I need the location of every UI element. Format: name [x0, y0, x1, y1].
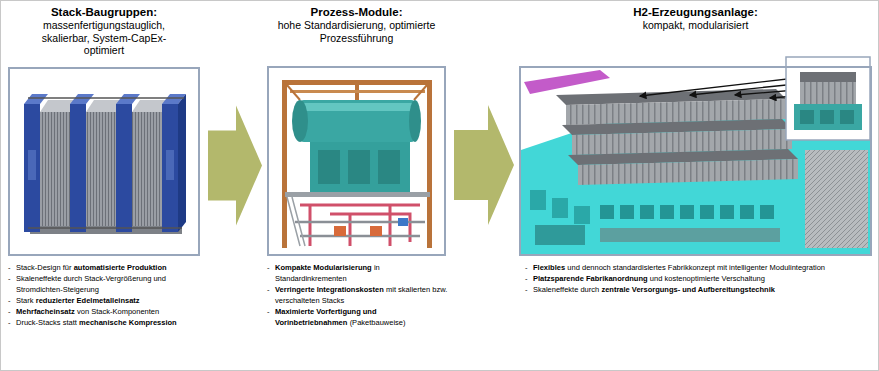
bullet-item: -Platzsparende Fabrikanordnungund kosten…: [525, 273, 870, 284]
stage-frame: H2-Erzeugungsanlage:kompakt, modularisie…: [519, 66, 872, 256]
stage-heading: Prozess-Module:hohe Standardisierung, op…: [277, 5, 437, 44]
bullet-dash: -: [525, 284, 528, 295]
bullet-dash: -: [267, 262, 270, 273]
stage-subtitle: kompakt, modularisiert: [616, 19, 776, 32]
stack-picture: [24, 94, 186, 234]
bullet-item: -Maximierte Vorfertigung und Vorinbetrie…: [267, 306, 449, 328]
stage-title: Prozess-Module:: [277, 5, 437, 19]
bullet-emphasis: Flexibles: [533, 263, 565, 272]
bullet-item: -Flexiblesund dennoch standardisiertes F…: [525, 262, 870, 273]
stage-heading: H2-Erzeugungsanlage:kompakt, modularisie…: [616, 5, 776, 32]
bullet-dash: -: [8, 317, 11, 328]
stage-frame: Prozess-Module:hohe Standardisierung, op…: [267, 66, 446, 256]
bullet-list: -Stack-Design fürautomatisierte Produkti…: [8, 262, 202, 328]
bullet-item: -Starkreduzierter Edelmetalleinsatz: [8, 295, 202, 306]
bullet-item: -Skaleneffekte durch Stack-Vergrößerung …: [8, 273, 202, 295]
bullet-item: -Skaleneffekte durchzentrale Versorgungs…: [525, 284, 870, 295]
stage-title: Stack-Baugruppen:: [24, 5, 184, 19]
bullet-item: -Druck-Stacks stattmechanische Kompressi…: [8, 317, 202, 328]
bullet-dash: -: [8, 262, 11, 273]
bullet-text: (Paketbauweise): [350, 318, 406, 327]
bullet-dash: -: [525, 262, 528, 273]
bullet-dash: -: [267, 306, 270, 317]
plant-picture: [521, 57, 870, 254]
bullet-dash: -: [267, 284, 270, 295]
stage-subtitle: hohe Standardisierung, optimierte Prozes…: [277, 19, 437, 44]
bullet-item: -Stack-Design fürautomatisierte Produkti…: [8, 262, 202, 273]
bullet-text: von Stack-Komponenten: [77, 307, 159, 316]
stage-heading: Stack-Baugruppen:massenfertigungstauglic…: [24, 5, 184, 57]
block-arrow: [208, 106, 262, 226]
bullet-dash: -: [525, 273, 528, 284]
bullet-dash: -: [8, 295, 11, 306]
bullet-list: -Flexiblesund dennoch standardisiertes F…: [525, 262, 870, 295]
bullet-emphasis: Mehrfacheinsatz: [16, 307, 75, 316]
bullet-emphasis: Verringerte Integrationskosten: [275, 285, 384, 294]
process-module-picture: [282, 80, 432, 248]
bullet-text: und kostenoptimierte Verschaltung: [650, 274, 765, 283]
bullet-text: Druck-Stacks statt: [16, 318, 77, 327]
bullet-emphasis: Platzsparende Fabrikanordnung: [533, 274, 648, 283]
bullet-text: Skaleneffekte durch: [533, 285, 599, 294]
stage-subtitle: massenfertigungstauglich, skalierbar, Sy…: [24, 19, 184, 57]
bullet-emphasis: reduzierter Edelmetalleinsatz: [36, 296, 140, 305]
bullet-list: -Kompakte Modularisierungin Standardinkr…: [267, 262, 449, 328]
bullet-text: Skaleneffekte durch Stack-Vergrößerung u…: [16, 274, 166, 294]
stage-frame: Stack-Baugruppen:massenfertigungstauglic…: [8, 67, 200, 256]
bullet-emphasis: Kompakte Modularisierung: [275, 263, 372, 272]
bullet-emphasis: automatisierte Produktion: [74, 263, 167, 272]
bullet-text: Stark: [16, 296, 34, 305]
bullet-emphasis: zentrale Versorgungs- und Aufbereitungst…: [601, 285, 775, 294]
bullet-dash: -: [8, 306, 11, 317]
bullet-dash: -: [8, 273, 11, 284]
stage-title: H2-Erzeugungsanlage:: [616, 5, 776, 19]
bullet-emphasis: mechanische Kompression: [79, 318, 177, 327]
bullet-item: -Kompakte Modularisierungin Standardinkr…: [267, 262, 449, 284]
bullet-text: Stack-Design für: [16, 263, 71, 272]
bullet-item: -Verringerte Integrationskostenmit skali…: [267, 284, 449, 306]
block-arrow: [454, 105, 514, 225]
bullet-item: -Mehrfacheinsatzvon Stack-Komponenten: [8, 306, 202, 317]
bullet-text: und dennoch standardisiertes Fabrikkonze…: [567, 263, 825, 272]
